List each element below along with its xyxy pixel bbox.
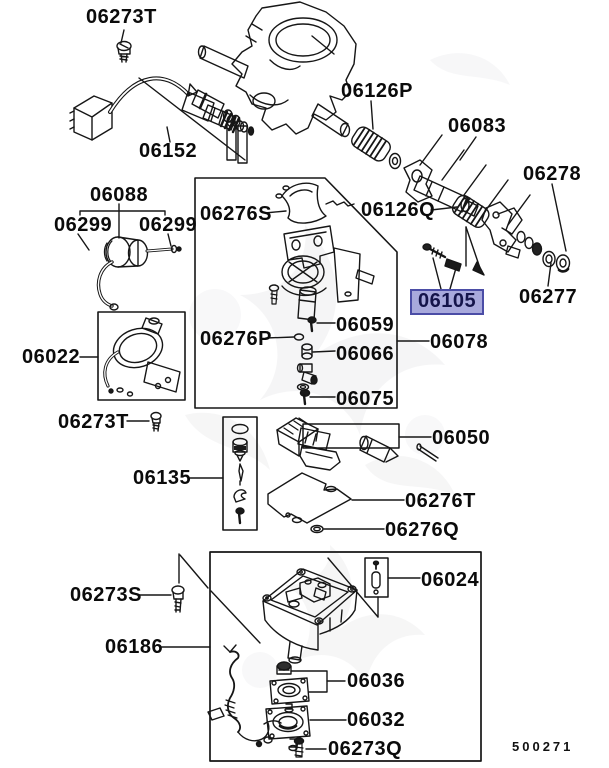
part-label-06126P: 06126P: [341, 80, 413, 102]
part-label-06024: 06024: [421, 569, 480, 591]
throttle-shaft-parts: [351, 100, 571, 287]
part-label-06075: 06075: [336, 388, 395, 410]
part-label-06126Q: 06126Q: [361, 199, 436, 221]
part-label-06299-left: 06299: [54, 214, 113, 236]
screws-06105: [422, 226, 485, 290]
part-label-06276T: 06276T: [405, 490, 476, 512]
part-label-06273S: 06273S: [70, 584, 142, 606]
gasket-06276T: [267, 472, 405, 534]
part-label-06186: 06186: [105, 636, 164, 658]
needle-valve-kit-06135: [189, 416, 258, 531]
part-label-06276S: 06276S: [200, 203, 272, 225]
float-chamber-box: [138, 551, 482, 762]
cable-assembly-06152: [69, 76, 248, 164]
part-label-06277: 06277: [519, 286, 578, 308]
part-label-06022: 06022: [22, 346, 81, 368]
screw-06273T-mid: [126, 411, 162, 432]
screw-06273T-top: [116, 29, 132, 63]
part-label-06083: 06083: [448, 115, 507, 137]
part-label-06059: 06059: [336, 314, 395, 336]
part-label-06299-right: 06299: [139, 214, 198, 236]
center-assembly-box: [194, 177, 430, 409]
part-label-06078: 06078: [430, 331, 489, 353]
watermark-pattern: [185, 53, 510, 688]
part-label-06066: 06066: [336, 343, 395, 365]
part-label-06050: 06050: [432, 427, 491, 449]
fuel-filter-assembly: [77, 203, 182, 311]
part-label-06273Q: 06273Q: [328, 738, 403, 760]
part-label-06032: 06032: [347, 709, 406, 731]
part-label-06135: 06135: [133, 467, 192, 489]
part-label-06276Q: 06276Q: [385, 519, 460, 541]
part-label-06273T: 06273T: [86, 6, 157, 28]
part-label-06273T-2: 06273T: [58, 411, 129, 433]
vacuum-actuator-06022: [79, 311, 186, 401]
part-label-06088: 06088: [90, 184, 149, 206]
part-label-06036: 06036: [347, 670, 406, 692]
part-label-06152: 06152: [139, 140, 198, 162]
part-label-06276P: 06276P: [200, 328, 272, 350]
part-label-06105-highlighted[interactable]: 06105: [410, 289, 485, 315]
drawing-code: 500271: [512, 739, 574, 754]
part-label-06278: 06278: [523, 163, 582, 185]
carburetor-body: [191, 1, 357, 138]
float-assembly-06050: [276, 417, 439, 471]
